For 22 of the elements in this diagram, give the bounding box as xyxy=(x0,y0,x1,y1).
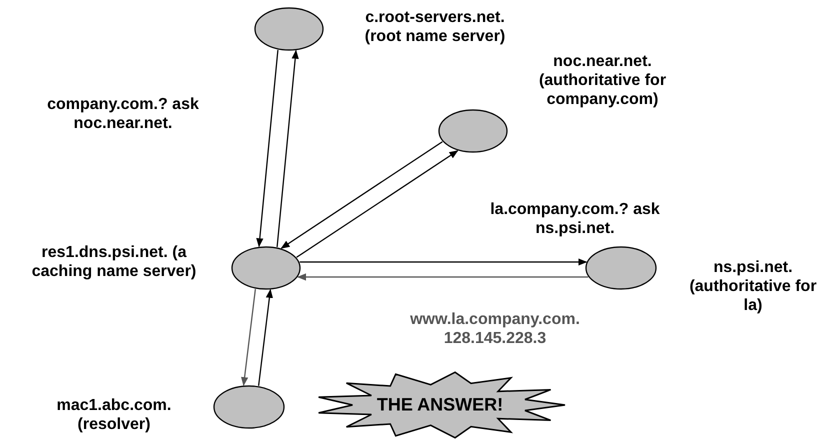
server-caption: ns.psi.net. (authoritative for la) xyxy=(688,258,818,315)
server-caption: noc.near.net. (authoritative for company.com) xyxy=(538,52,668,109)
server-ellipse xyxy=(231,246,301,290)
server-caption: res1.dns.psi.net. (a caching name server) xyxy=(30,243,198,281)
server-caption: mac1.abc.com. (resolver) xyxy=(56,396,172,434)
arrow xyxy=(258,288,273,386)
arrow xyxy=(280,141,443,249)
arrow xyxy=(296,150,458,258)
server-ellipse xyxy=(585,246,657,290)
server-ellipse xyxy=(438,109,508,153)
arrow xyxy=(276,50,299,248)
server-ellipse xyxy=(254,7,324,51)
arrow xyxy=(297,273,588,281)
server-ellipse xyxy=(213,385,285,429)
arrow xyxy=(256,50,278,248)
arrow xyxy=(300,258,588,266)
answer-text: www.la.company.com. 128.145.228.3 xyxy=(409,310,581,348)
server-caption: c.root-servers.net. (root name server) xyxy=(364,8,506,46)
arrow xyxy=(241,288,256,386)
starburst-label: THE ANSWER! xyxy=(376,396,504,414)
query-note: company.com.? ask noc.near.net. xyxy=(46,95,200,133)
query-note: la.company.com.? ask ns.psi.net. xyxy=(489,200,661,238)
